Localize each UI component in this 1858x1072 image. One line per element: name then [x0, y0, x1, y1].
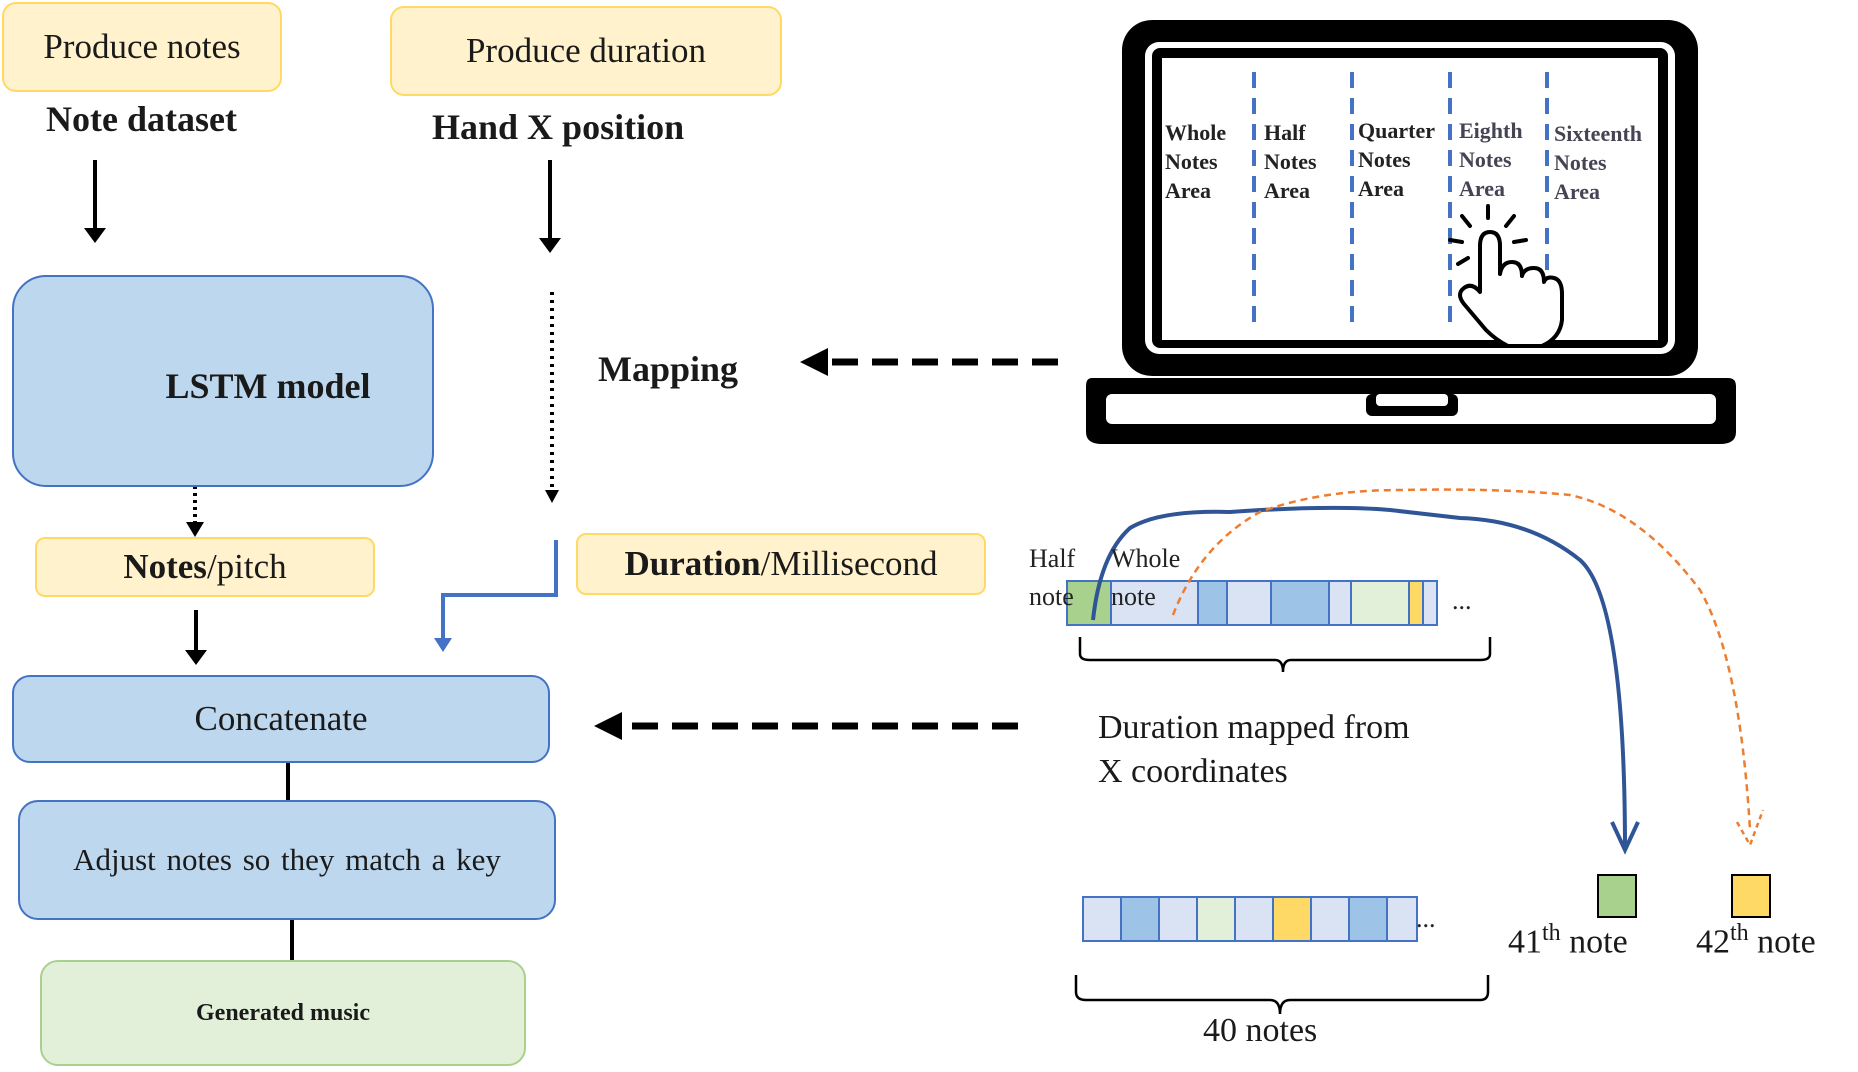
- duration-millisecond-box: Duration/Millisecond: [576, 533, 986, 595]
- half-note-label-1: Half: [1029, 544, 1076, 573]
- duration-caption: Duration mapped from X coordinates: [1098, 709, 1410, 790]
- notes-sequence-bar: [1082, 896, 1418, 942]
- lstm-model-box: LSTM model: [12, 275, 434, 487]
- duration-sequence-bar: [1066, 580, 1438, 626]
- produce-duration-box: Produce duration: [390, 6, 782, 96]
- note-41-label: 41th note: [1508, 920, 1628, 961]
- lstm-model-label: LSTM model: [165, 366, 371, 406]
- duration-rest: /Millisecond: [760, 544, 938, 583]
- hand-pointer-icon: [1448, 204, 1564, 348]
- blue-curve-arrow: [1091, 505, 1627, 851]
- dashed-arrows: [594, 348, 1058, 740]
- laptop-graphic: [1086, 20, 1736, 444]
- produce-notes-box: Produce notes: [2, 2, 282, 92]
- orange-curve-arrow: [1171, 488, 1752, 831]
- concatenate-label: Concatenate: [194, 699, 368, 738]
- notes-ellipsis: ...: [1416, 904, 1436, 933]
- note-42-square: [1731, 874, 1771, 918]
- mapping-label: Mapping: [598, 349, 739, 389]
- duration-brace: [1078, 637, 1492, 673]
- forty-notes-label: 40 notes: [1203, 1012, 1318, 1049]
- duration-ellipsis: ...: [1452, 586, 1472, 615]
- generated-music-label: Generated music: [196, 999, 370, 1026]
- produce-notes-label: Produce notes: [43, 27, 241, 66]
- notes-brace: [1074, 975, 1490, 1015]
- generated-music-box: Generated music: [40, 960, 526, 1066]
- hand-x-position-label: Hand X position: [432, 107, 685, 147]
- whole-note-label-1: Whole: [1111, 544, 1181, 573]
- notes-pitch-box: Notes/pitch: [35, 537, 375, 597]
- notes-pitch-rest: /pitch: [206, 547, 287, 586]
- concatenate-box: Concatenate: [12, 675, 550, 763]
- note-dataset-label: Note dataset: [46, 99, 237, 139]
- duration-bold: Duration: [624, 544, 761, 583]
- adjust-notes-box: Adjust notes so they match a key: [18, 800, 556, 920]
- note-42-label: 42th note: [1696, 920, 1816, 961]
- note-41-square: [1597, 874, 1637, 918]
- whole-note-label-2: note: [1111, 582, 1156, 611]
- adjust-notes-label: Adjust notes so they match a key: [73, 842, 501, 877]
- notes-pitch-bold: Notes: [123, 547, 207, 586]
- half-note-label-2: note: [1029, 582, 1074, 611]
- middle-arrows: [434, 160, 561, 652]
- produce-duration-label: Produce duration: [465, 31, 707, 70]
